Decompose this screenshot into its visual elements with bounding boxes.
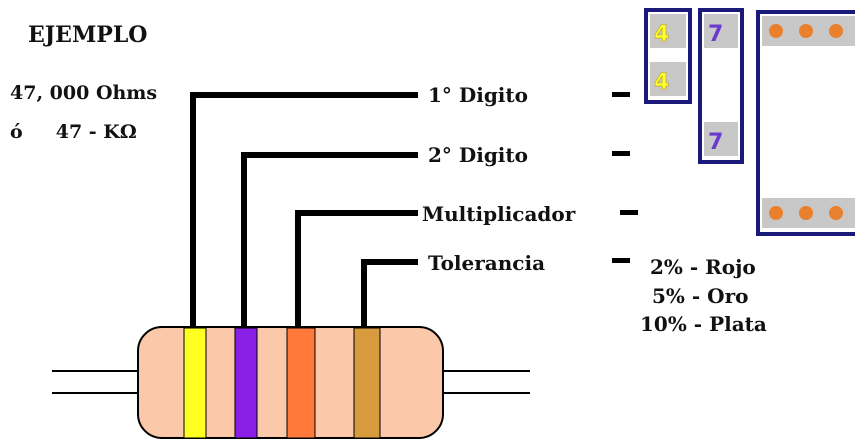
multiplier-dots-top bbox=[769, 24, 843, 38]
multiplier-box bbox=[756, 10, 855, 236]
tolerance-silver: 10% - Plata bbox=[640, 312, 767, 336]
digit-2-bottom: 7 bbox=[708, 130, 723, 155]
leader-tolerance bbox=[361, 259, 418, 328]
label-digit-1: 1° Digito bbox=[428, 83, 528, 107]
band-digit-2 bbox=[234, 327, 258, 439]
band-digit-1 bbox=[183, 327, 207, 439]
band-multiplier bbox=[286, 327, 316, 439]
resistance-value: 47, 000 Ohms bbox=[10, 82, 157, 104]
digit-box-1-bottom bbox=[650, 62, 686, 96]
label-digit-2: 2° Digito bbox=[428, 143, 528, 167]
digit-box-2-top bbox=[704, 14, 738, 48]
digit-box-2-bottom bbox=[704, 122, 738, 156]
digit-1-top: 4 bbox=[654, 22, 669, 47]
digit-2-top: 7 bbox=[708, 22, 723, 47]
multiplier-dots-bottom bbox=[769, 206, 843, 220]
leader-digit-2 bbox=[241, 152, 418, 328]
resistance-value-alt: ó 47 - KΩ bbox=[10, 121, 137, 143]
band-tolerance bbox=[353, 327, 381, 439]
dash-digit-2 bbox=[612, 151, 630, 156]
label-multiplier: Multiplicador bbox=[422, 202, 576, 226]
title: EJEMPLO bbox=[28, 22, 147, 48]
dash-digit-1 bbox=[612, 92, 630, 97]
leader-multiplier bbox=[295, 210, 418, 328]
tolerance-red: 2% - Rojo bbox=[650, 255, 756, 279]
dash-multiplier bbox=[620, 210, 638, 215]
dash-tolerance bbox=[612, 258, 630, 263]
digit-1-bottom: 4 bbox=[654, 70, 669, 95]
digit-box-1-top bbox=[650, 14, 686, 48]
tolerance-gold: 5% - Oro bbox=[652, 284, 748, 308]
label-tolerance: Tolerancia bbox=[428, 251, 545, 275]
leader-digit-1 bbox=[190, 92, 418, 328]
